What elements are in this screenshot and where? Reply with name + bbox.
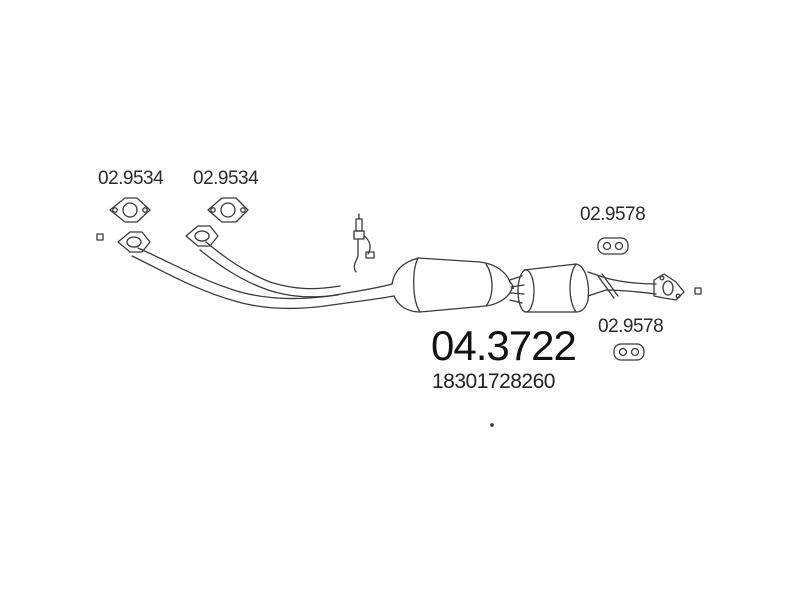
part-label-hanger-1: 02.9578 <box>580 204 646 225</box>
part-label-hanger-2: 02.9578 <box>598 316 664 337</box>
part-label-gasket-1: 02.9534 <box>98 168 164 189</box>
oem-number: 18301728260 <box>432 370 555 393</box>
pipe-flange-left <box>117 231 151 253</box>
tail-pipe <box>587 271 657 299</box>
main-part-number: 04.3722 <box>431 322 577 369</box>
end-marker-right <box>694 287 702 295</box>
part-label-gasket-2: 02.9534 <box>193 168 259 189</box>
rubber-hanger-2 <box>613 343 645 361</box>
rubber-hanger-1 <box>597 237 629 255</box>
pipe-flange-right <box>185 225 219 247</box>
dot <box>490 423 494 427</box>
rear-flange <box>653 273 685 301</box>
flange-gasket-1 <box>109 197 151 223</box>
middle-silencer <box>517 263 590 313</box>
flange-gasket-2 <box>207 197 249 223</box>
catalytic-converter <box>391 257 514 313</box>
end-marker-left <box>96 233 104 241</box>
lambda-sensor <box>353 213 375 273</box>
front-pipes <box>131 241 395 310</box>
